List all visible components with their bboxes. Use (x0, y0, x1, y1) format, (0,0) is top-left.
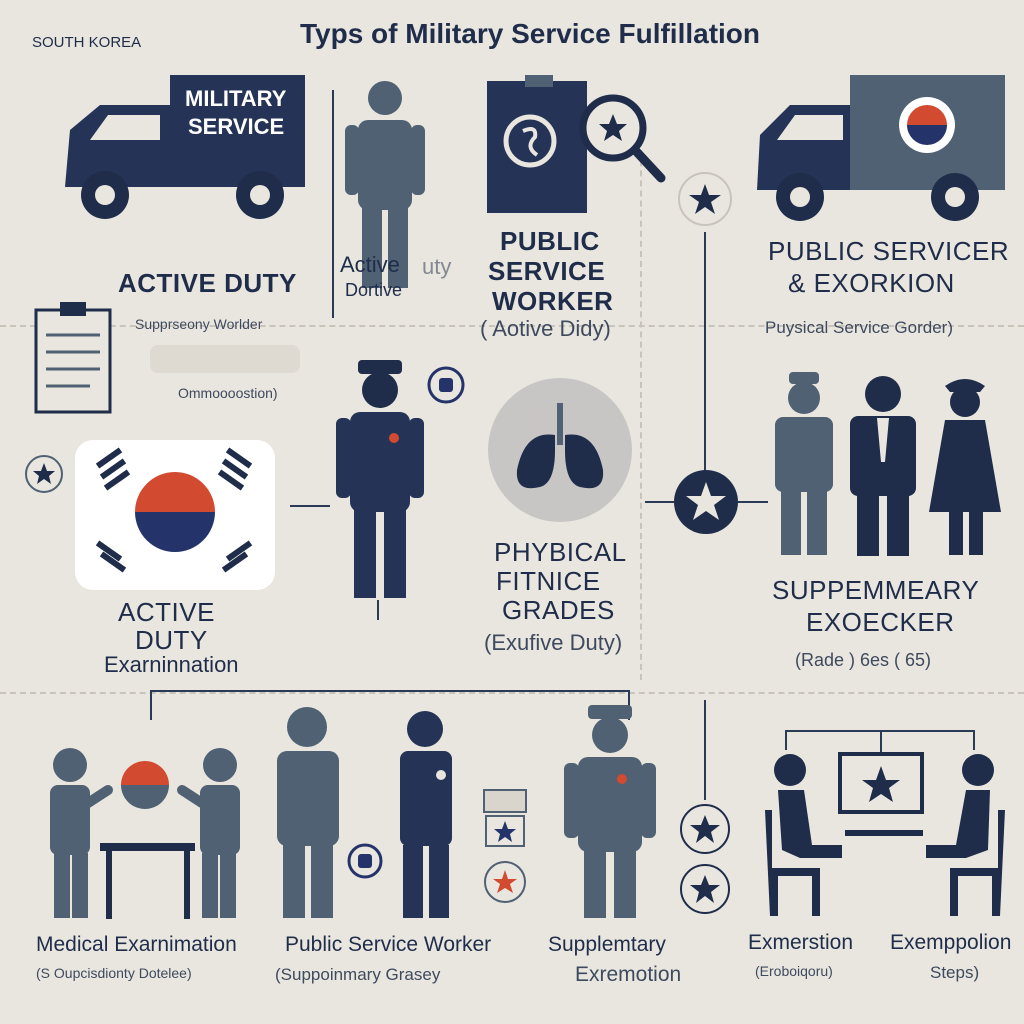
badge-icon-small (347, 843, 383, 879)
medical-exam-sub: (S Oupcisdionty Dotelee) (36, 965, 192, 981)
active-duty-exam-heading-1: ACTIVE (118, 597, 215, 627)
person-officer-icon (336, 360, 424, 598)
supplementary-sub: (Rade ) 6es ( 65) (795, 650, 932, 670)
page-title: Typs of Military Service Fulfillation (300, 18, 761, 49)
star-icon-lower-1 (680, 804, 730, 854)
active-duty-sub: Supprseony Worlder (135, 316, 263, 332)
star-icon (678, 172, 732, 226)
fitness-heading-3: GRADES (502, 595, 615, 625)
connector-top-center (332, 90, 334, 318)
connector-right-vertical (704, 232, 706, 472)
person-worker-icon (277, 707, 452, 918)
connector-officer-down (377, 600, 379, 620)
person-group-icon (775, 372, 1001, 556)
table-icon (50, 748, 240, 919)
guide-line-right (640, 120, 642, 680)
supplementary-heading-2: EXOECKER (806, 607, 955, 637)
fitness-sub: (Exufive Duty) (484, 630, 623, 655)
exemption-steps-sub: Steps) (930, 963, 980, 982)
placeholder-shapes (150, 345, 300, 373)
truck-icon-right (757, 75, 1005, 221)
exemption-steps-label: Exemppolion (890, 931, 1012, 954)
active-duty-label: Active (340, 252, 400, 277)
supplementary-exemption-label-2: Exremotion (575, 963, 682, 986)
active-duty-sub2: Ommoooostion) (178, 385, 278, 401)
supplementary-exemption-label-1: Supplemtary (548, 933, 666, 956)
active-duty-exam-heading-2: DUTY (135, 625, 208, 655)
public-servicer-heading-2: & EXORKION (788, 268, 955, 298)
active-duty-exam-sub: Exarninnation (104, 652, 239, 677)
medal-stack-icon (483, 789, 527, 903)
exemption-label: Exmerstion (748, 931, 854, 954)
connector-officer-left (290, 505, 330, 507)
guide-line-bottom (0, 692, 1024, 694)
public-service-heading-3: WORKER (492, 286, 614, 316)
exemption-sub: (Eroboiqoru) (755, 963, 833, 979)
person-icon (345, 81, 425, 288)
connector-star-left (645, 501, 675, 503)
truck-label-1: MILITARY (185, 86, 287, 111)
korean-flag-icon (75, 440, 275, 590)
truck-icon (65, 75, 305, 219)
truck-label-2: SERVICE (188, 114, 285, 139)
public-servicer-sub: Puysical Service Gorder) (765, 318, 954, 337)
bottom-bracket-left (150, 690, 152, 720)
public-service-worker-label: Public Service Worker (285, 933, 492, 956)
star-icon-lower-2 (680, 864, 730, 914)
public-service-sub: ( Aotive Didy) (480, 316, 611, 341)
dortive-label: Dortive (345, 280, 403, 300)
country-label: SOUTH KOREA (32, 34, 142, 51)
medal-icon (25, 455, 63, 493)
bottom-bracket-top (150, 690, 630, 692)
public-service-worker-sub: (Suppoinmary Grasey (275, 965, 441, 984)
guide-line-top (0, 325, 1024, 327)
badge-icon (427, 366, 465, 404)
exemption-bracket-mid (880, 730, 882, 752)
document-icon (34, 302, 112, 414)
active-duty-heading: ACTIVE DUTY (118, 268, 297, 298)
medical-exam-label: Medical Exarnimation (36, 933, 237, 956)
public-service-heading-1: PUBLIC (500, 226, 600, 256)
bottom-bracket-right (628, 690, 630, 720)
public-servicer-heading-1: PUBLIC SERVICER (768, 236, 1010, 266)
fitness-heading-2: FITNICE (496, 566, 601, 596)
clipboard-icon (487, 75, 587, 213)
connector-star-right (738, 501, 768, 503)
public-service-heading-2: SERVICE (488, 256, 606, 286)
person-soldier-icon (564, 705, 656, 918)
connector-lower-vertical (704, 700, 706, 800)
exemption-bracket-left (785, 730, 787, 750)
fitness-heading-1: PHYBICAL (494, 537, 627, 567)
magnifier-icon (579, 94, 666, 183)
supplementary-heading-1: SUPPEMMEARY (772, 575, 980, 605)
lungs-icon (488, 378, 632, 522)
active-duty-label-b: uty (422, 254, 452, 279)
star-icon-center (674, 470, 738, 534)
exemption-bracket-right (973, 730, 975, 750)
chair-icon (765, 752, 1005, 916)
